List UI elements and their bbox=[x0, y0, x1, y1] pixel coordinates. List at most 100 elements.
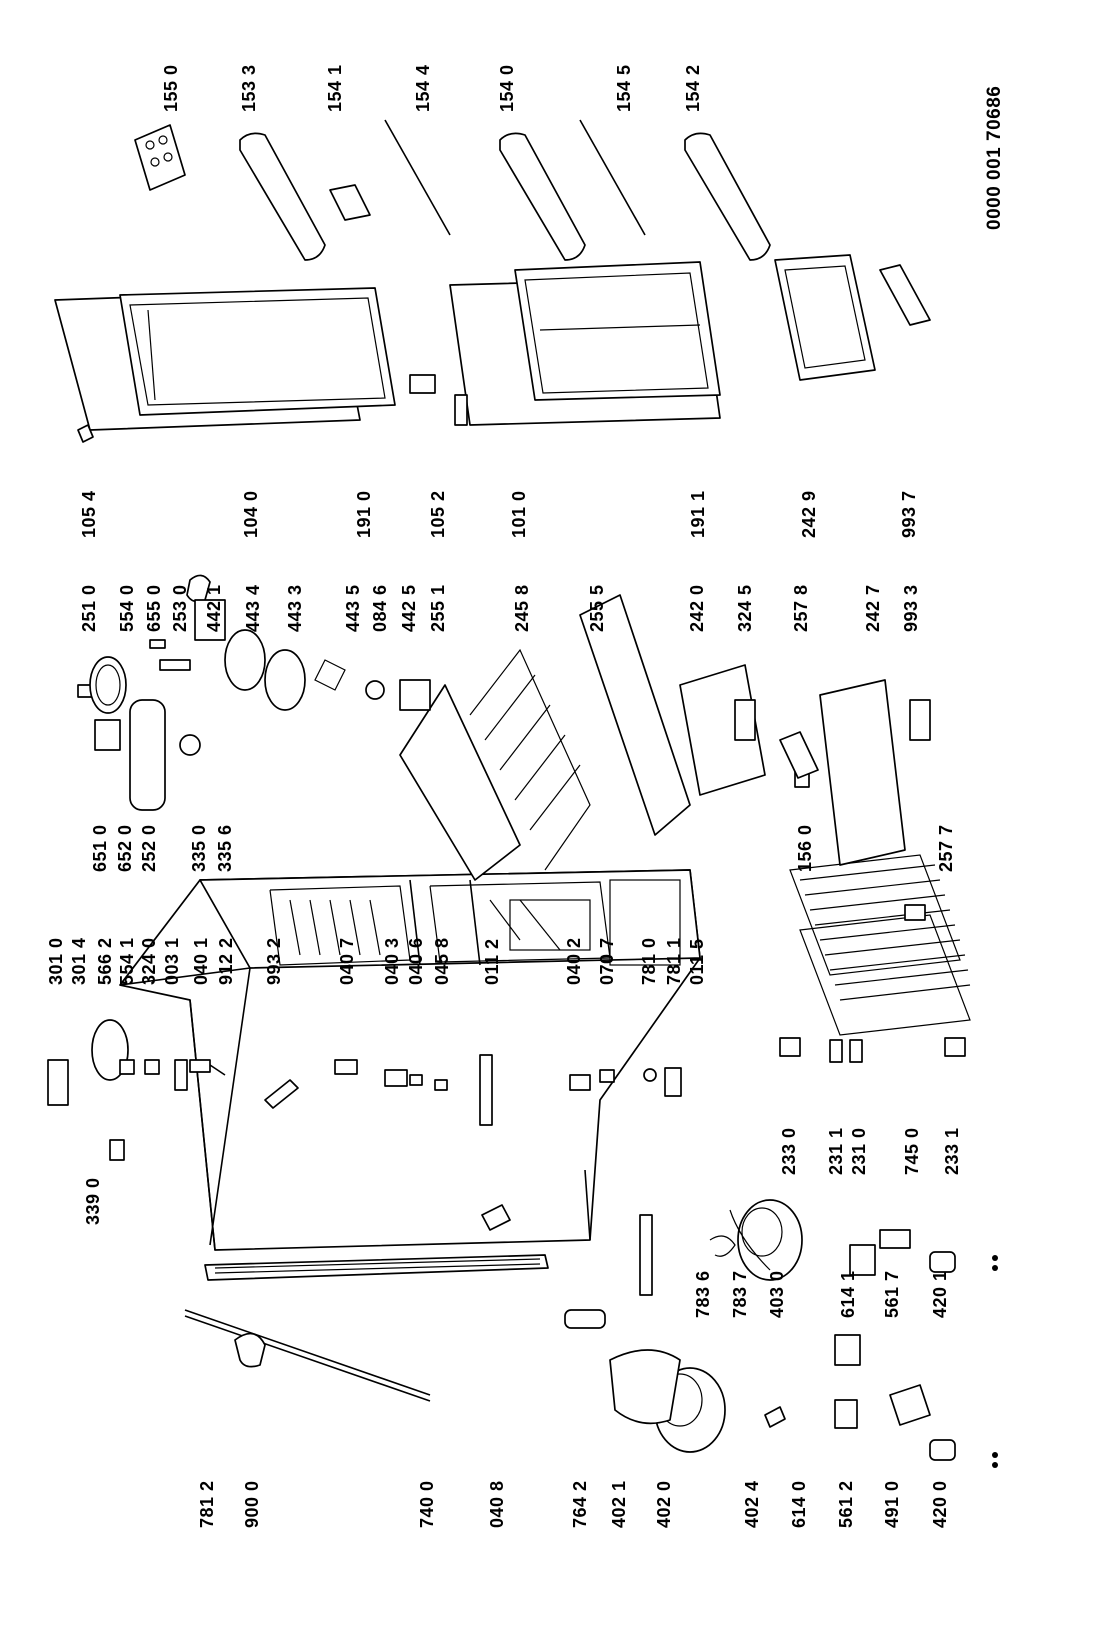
freezer-drawer-part bbox=[679, 664, 766, 796]
label-783-6: 783 6 bbox=[693, 1270, 713, 1318]
label-154-5: 154 5 bbox=[614, 64, 634, 112]
label-154-1: 154 1 bbox=[325, 64, 345, 112]
label-324-5: 324 5 bbox=[735, 584, 755, 632]
label-155-0: 155 0 bbox=[161, 64, 181, 112]
label-252-0: 252 0 bbox=[139, 824, 159, 872]
label-154-2: 154 2 bbox=[683, 64, 703, 112]
drawer-cover-part bbox=[879, 264, 931, 326]
label-781-2: 781 2 bbox=[197, 1480, 217, 1528]
top-hinge-parts bbox=[47, 1019, 682, 1296]
clip-part bbox=[234, 1332, 266, 1368]
label-554-0: 554 0 bbox=[117, 584, 137, 632]
label-301-4: 301 4 bbox=[69, 937, 89, 985]
label-101-0: 101 0 bbox=[509, 490, 529, 538]
cabinet bbox=[119, 869, 701, 1251]
bottle-holder-part bbox=[329, 184, 371, 221]
glass-shelf-part bbox=[579, 594, 691, 836]
label-912-2: 912 2 bbox=[216, 937, 236, 985]
label-781-0: 781 0 bbox=[639, 937, 659, 985]
door-bin-part bbox=[499, 132, 586, 261]
filter-dryer-part bbox=[564, 1309, 606, 1329]
label-040-3: 040 3 bbox=[382, 937, 402, 985]
label-403-0: 403 0 bbox=[767, 1270, 787, 1318]
label-242-0: 242 0 bbox=[687, 584, 707, 632]
door-bin-part bbox=[684, 132, 771, 261]
bin-rod-part bbox=[384, 119, 451, 236]
label-255-1: 255 1 bbox=[428, 584, 448, 632]
label-561-7: 561 7 bbox=[882, 1270, 902, 1318]
label-105-2: 105 2 bbox=[428, 490, 448, 538]
label-335-6: 335 6 bbox=[215, 824, 235, 872]
label-420-0: 420 0 bbox=[930, 1480, 950, 1528]
label-335-0: 335 0 bbox=[189, 824, 209, 872]
lower-door bbox=[449, 261, 721, 426]
relay-part bbox=[834, 1334, 861, 1366]
label-191-0: 191 0 bbox=[354, 490, 374, 538]
tab-part bbox=[829, 1039, 843, 1063]
label-084-6: 084 6 bbox=[370, 584, 390, 632]
condenser-part bbox=[204, 1254, 549, 1281]
hinge-part bbox=[409, 374, 436, 394]
trim-part bbox=[909, 699, 931, 741]
label-993-2: 993 2 bbox=[264, 937, 284, 985]
thermostat-assembly bbox=[77, 574, 431, 811]
label-554-1: 554 1 bbox=[117, 937, 137, 985]
label-251-0: 251 0 bbox=[79, 584, 99, 632]
label-233-1: 233 1 bbox=[942, 1127, 962, 1175]
label-242-7: 242 7 bbox=[863, 584, 883, 632]
label-764-2: 764 2 bbox=[570, 1480, 590, 1528]
label-153-3: 153 3 bbox=[239, 64, 259, 112]
label-253-0: 253 0 bbox=[170, 584, 190, 632]
label-242-9: 242 9 bbox=[799, 490, 819, 538]
capacitor-part bbox=[929, 1439, 956, 1461]
capacitor-part bbox=[929, 1251, 956, 1273]
clamp-part bbox=[764, 1406, 786, 1428]
label-442-5: 442 5 bbox=[399, 584, 419, 632]
bracket-part bbox=[481, 1204, 511, 1231]
door-bin-part bbox=[239, 132, 326, 261]
label-402-1: 402 1 bbox=[609, 1480, 629, 1528]
label-105-4: 105 4 bbox=[79, 490, 99, 538]
label-783-7: 783 7 bbox=[730, 1270, 750, 1318]
label-781-1: 781 1 bbox=[664, 937, 684, 985]
label-233-0: 233 0 bbox=[779, 1127, 799, 1175]
label-993-7: 993 7 bbox=[899, 490, 919, 538]
label-339-0: 339 0 bbox=[83, 1177, 103, 1225]
label-154-0: 154 0 bbox=[497, 64, 517, 112]
label-104-0: 104 0 bbox=[241, 490, 261, 538]
label-045-8: 045 8 bbox=[432, 937, 452, 985]
label-003-1: 003 1 bbox=[162, 937, 182, 985]
label-040-7: 040 7 bbox=[337, 937, 357, 985]
label-154-4: 154 4 bbox=[413, 64, 433, 112]
label-900-0: 900 0 bbox=[242, 1480, 262, 1528]
label-011-2: 011 2 bbox=[482, 938, 502, 985]
label-156-0: 156 0 bbox=[795, 824, 815, 872]
ice-tray-part bbox=[779, 731, 819, 779]
switch-part bbox=[834, 1399, 858, 1429]
label-443-4: 443 4 bbox=[243, 584, 263, 632]
label-070-7: 070 7 bbox=[597, 937, 617, 985]
label-442-1: 442 1 bbox=[204, 584, 224, 632]
label-402-0: 402 0 bbox=[654, 1480, 674, 1528]
label-652-0: 652 0 bbox=[115, 824, 135, 872]
bin-rod-part bbox=[579, 119, 646, 236]
compressor-right bbox=[737, 1199, 803, 1281]
label-443-5: 443 5 bbox=[343, 584, 363, 632]
trim-part bbox=[734, 699, 756, 741]
label-566-2: 566 2 bbox=[95, 937, 115, 985]
label-402-4: 402 4 bbox=[742, 1480, 762, 1528]
label-231-0: 231 0 bbox=[849, 1127, 869, 1175]
stopper-part bbox=[779, 1037, 801, 1057]
label-993-3: 993 3 bbox=[901, 584, 921, 632]
wire-shelves bbox=[789, 854, 971, 1036]
label-561-2: 561 2 bbox=[836, 1480, 856, 1528]
label-011-5: 011 5 bbox=[687, 938, 707, 985]
compressor-left bbox=[609, 1349, 726, 1453]
label-651-0: 651 0 bbox=[90, 824, 110, 872]
egg-tray-part bbox=[134, 124, 186, 191]
label-443-3: 443 3 bbox=[285, 584, 305, 632]
label-040-6: 040 6 bbox=[406, 937, 426, 985]
hinge-cap-part bbox=[77, 424, 94, 443]
